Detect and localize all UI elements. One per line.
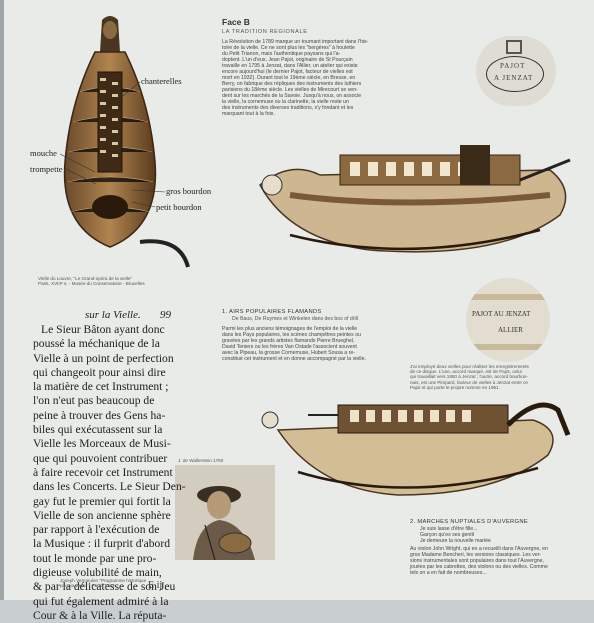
section2-heading: 2. MARCHES NUPTIALES D'AUVERGNE	[410, 519, 528, 525]
old-book-signature: E ij	[148, 580, 163, 591]
label-gros-bourdon: gros bourdon	[166, 186, 212, 196]
section1-paragraph: Parmi les plus anciens témoignages de l'…	[222, 326, 366, 362]
bottom-caption: Joseph Vermeulen "Programme historique p…	[60, 578, 147, 589]
portrait-caption: J. de Wallerstein 1780	[178, 458, 224, 463]
face-label: Face B	[222, 17, 250, 27]
caption-stamp: J'ai employé deux vielles pour réaliser …	[410, 364, 529, 390]
hurdy-gurdy-side-photo-1	[259, 145, 571, 253]
stamp-closeup-line2: ALLIER	[498, 326, 523, 334]
stamp-closeup-photo: PAJOT AU JENZAT ALLIER	[466, 278, 550, 362]
stamp-closeup-line1: PAJOT AU JENZAT	[472, 310, 531, 318]
section-title: LA TRADITION REGIONALE	[222, 29, 308, 35]
stamp-line1: PAJOT	[500, 62, 526, 70]
hurdy-gurdy-top-view-illustration	[59, 16, 190, 268]
portrait-engraving	[175, 465, 275, 560]
maker-stamp-photo: PAJOT A JENZAT	[476, 36, 556, 106]
section1-heading: 1. AIRS POPULAIRES FLAMANDS	[222, 309, 322, 315]
old-book-title: sur la Vielle.	[85, 309, 141, 321]
label-mouche: mouche	[30, 148, 57, 158]
hurdy-gurdy-side-photo-2	[261, 402, 571, 496]
label-petit-bourdon: petit bourdon	[156, 202, 202, 212]
section1-sub: De Baus, De Ruymes et Winkelen dans des …	[232, 316, 358, 322]
section2-sub: Je suis lasse d'être fille... Garçon qu'…	[420, 526, 491, 544]
old-book-page-number: 99	[160, 309, 171, 321]
stamp-line2: A JENZAT	[494, 74, 534, 82]
old-book-text: Le Sieur Bâton ayant donc poussé la méch…	[33, 323, 186, 622]
caption-louvre: Vielle du Louvre, "Le Grand-opéra de la …	[38, 276, 145, 287]
label-trompette: trompette	[30, 164, 63, 174]
label-chanterelles: chanterelles	[141, 76, 182, 86]
section2-paragraph: Au violon John Wright, qui en a recueill…	[410, 546, 548, 576]
intro-paragraph: La Révolution de 1789 marque un tournant…	[222, 39, 369, 117]
